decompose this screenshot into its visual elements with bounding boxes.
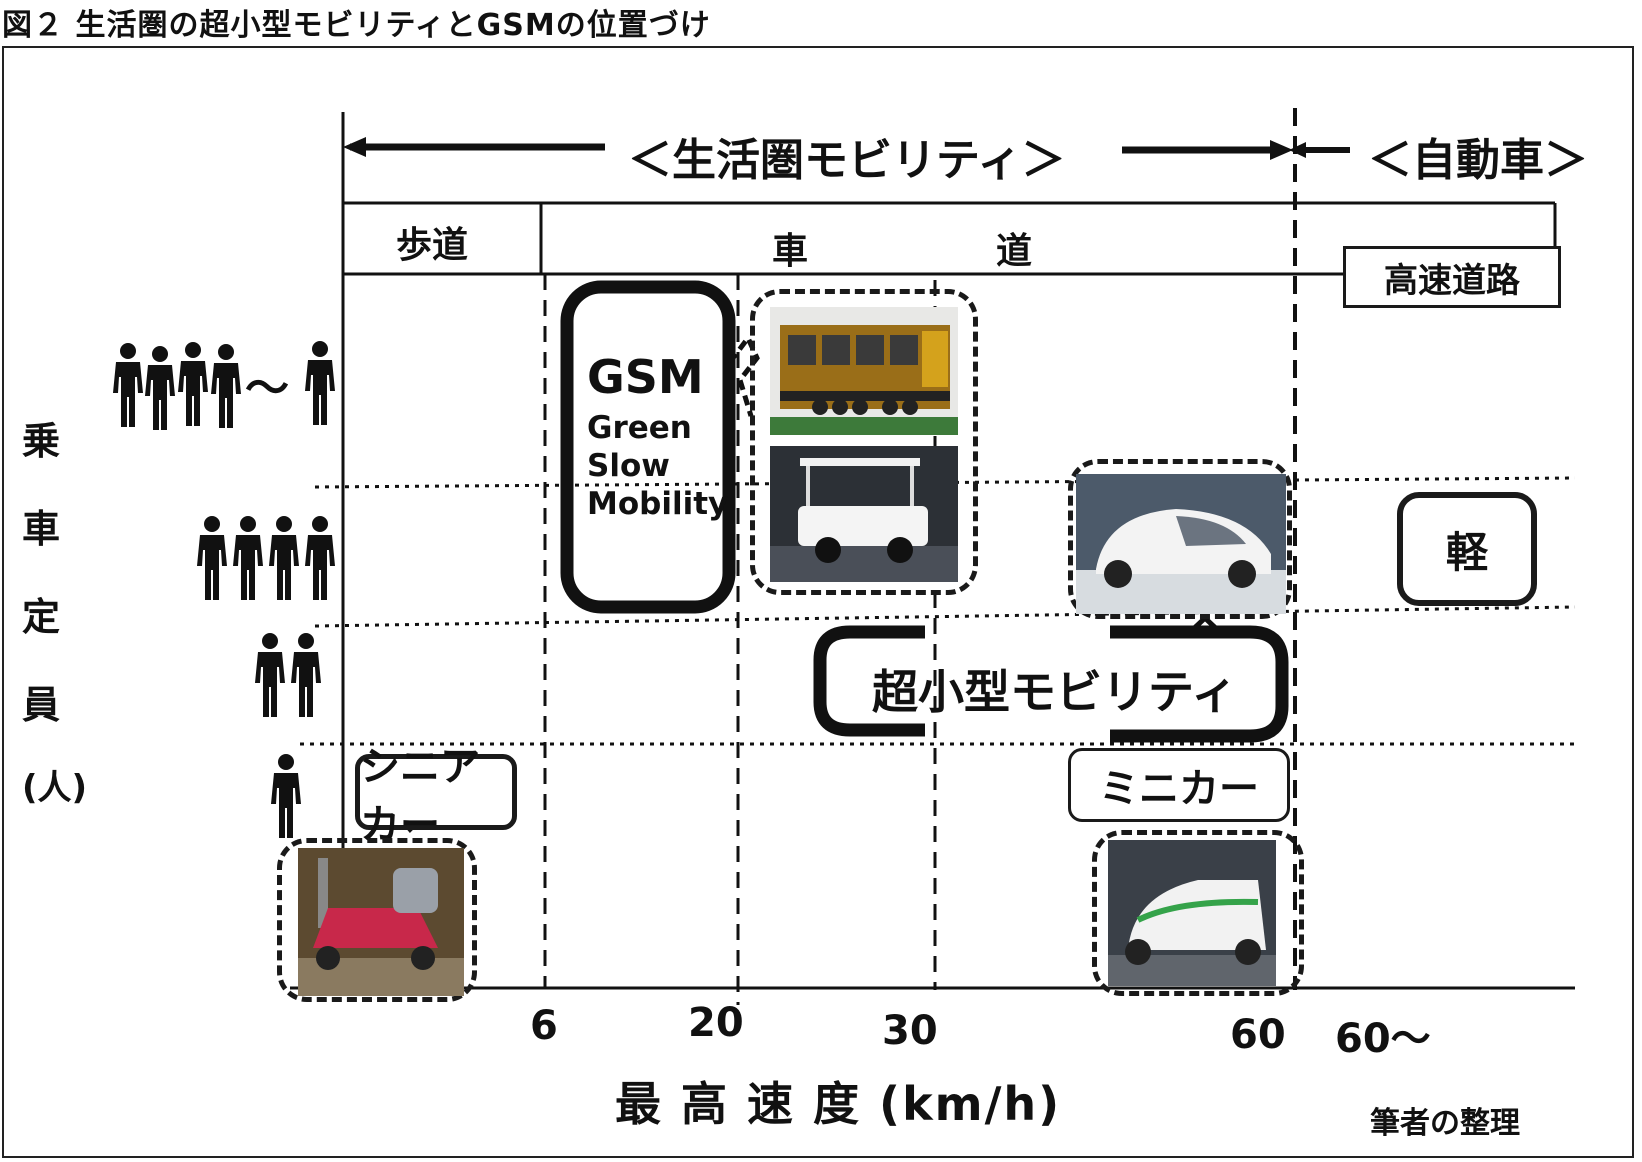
figure-title: 図２ 生活圏の超小型モビリティとGSMの位置づけ [2, 8, 711, 43]
figure-frame [2, 46, 1634, 1158]
senior-car-photo [298, 848, 464, 996]
sidewalk-label: 歩道 [396, 225, 469, 266]
kei-car-box: 軽 [1397, 492, 1537, 606]
ultra-compact-photo-frame [1068, 459, 1292, 619]
ultra-compact-car-photo [1076, 474, 1286, 614]
arrow-right-head [1270, 140, 1293, 160]
capacity-line-4 [314, 605, 1576, 628]
gsm-tram-bus-photo [770, 307, 958, 435]
highway-label: 高速道路 [1343, 246, 1561, 308]
automobile-header: ＜自動車＞ [1368, 135, 1588, 186]
y-axis-char-3: 定 [22, 595, 61, 639]
gsm-line-mobility: Mobility [587, 486, 729, 522]
y-axis-unit: (人) [22, 768, 88, 808]
x-tick-60-plus: 60～ [1335, 1016, 1431, 1062]
gsm-box-outline [560, 280, 736, 614]
gsm-photos-group [750, 289, 978, 595]
y-axis-char-1: 乗 [22, 419, 61, 463]
many-people-tilde: ～ [245, 363, 289, 414]
x-tick-60: 60 [1230, 1012, 1286, 1058]
gsm-line-slow: Slow [587, 448, 670, 484]
mini-car-photo-frame [1092, 830, 1304, 996]
x-tick-30: 30 [882, 1008, 938, 1054]
mini-car-label: ミニカー [1068, 748, 1290, 822]
life-mobility-header: ＜生活圏モビリティ＞ [628, 135, 1066, 186]
gsm-golf-cart-photo [770, 446, 958, 582]
road-label-2: 道 [996, 231, 1033, 272]
x-tick-6: 6 [530, 1003, 558, 1049]
x-tick-20: 20 [688, 1000, 744, 1046]
arrow-left-head [343, 137, 366, 157]
gsm-line-green: Green [587, 410, 692, 446]
x-axis-label: 最 高 速 度 (km/h) [615, 1077, 1062, 1131]
mini-car-photo [1108, 840, 1276, 986]
source-note: 筆者の整理 [1370, 1106, 1520, 1141]
ultra-compact-label: 超小型モビリティ [872, 665, 1238, 719]
senior-car-photo-frame [277, 838, 477, 1002]
y-axis-char-2: 車 [22, 507, 61, 551]
gsm-title: GSM [587, 350, 704, 404]
y-axis-char-4: 員 [22, 683, 61, 727]
road-label-1: 車 [772, 231, 809, 272]
senior-car-label: シニアカー [355, 744, 517, 848]
